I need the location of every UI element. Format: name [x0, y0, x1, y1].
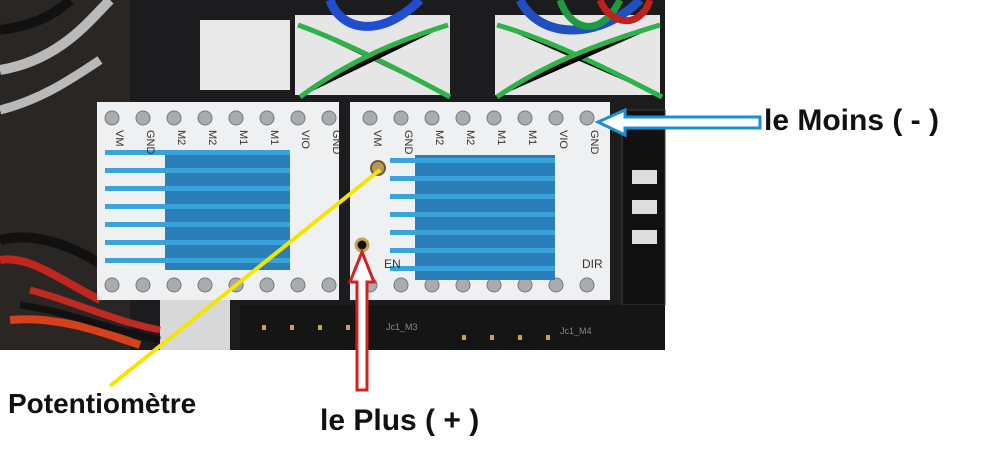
cable [0, 0, 74, 35]
cable [0, 0, 114, 75]
heatsink-fin [390, 158, 555, 163]
header-pin [546, 335, 550, 340]
pin [135, 277, 151, 293]
cable [0, 255, 102, 304]
pin [197, 277, 213, 293]
pin [166, 277, 182, 293]
pin [362, 110, 378, 126]
silk-pin-label: GND [330, 130, 342, 155]
silk-pin-label: VM [113, 130, 125, 147]
potentiometer-label: Potentiomètre [8, 388, 197, 419]
cross-mark-right [495, 22, 664, 100]
pin-header-area [240, 305, 665, 350]
connector-label-m3: Jc1_M3 [386, 322, 418, 332]
silk-pin-label: GND [588, 130, 600, 155]
heatsink-fin [390, 266, 555, 271]
heatsink-fin [390, 194, 555, 199]
potentiometer-pointer-line [108, 168, 382, 388]
header-pin [290, 325, 294, 330]
header-pin [318, 325, 322, 330]
silk-pin-label: M2 [175, 130, 187, 145]
pin [486, 110, 502, 126]
silk-pin-label: M1 [268, 130, 280, 145]
pin [104, 110, 120, 126]
heatsink-fin [390, 212, 555, 217]
connector-label-m4: Jc1_M4 [560, 326, 592, 336]
pin [455, 277, 471, 293]
pin [197, 110, 213, 126]
silk-pin-label: M2 [433, 130, 445, 145]
pin [455, 110, 471, 126]
pin [548, 277, 564, 293]
header-pin [462, 335, 466, 340]
pin [228, 110, 244, 126]
plus-arrow-icon [347, 247, 377, 392]
header-pin [346, 325, 350, 330]
pin [393, 277, 409, 293]
pin [579, 110, 595, 126]
silk-dir: DIR [582, 257, 603, 271]
pin [486, 277, 502, 293]
pin [259, 277, 275, 293]
pin [290, 277, 306, 293]
minus-label: le Moins ( - ) [764, 104, 939, 137]
heatsink-fin [390, 176, 555, 181]
pin [548, 110, 564, 126]
silk-pin-label: VIO [299, 130, 311, 149]
silk-pin-label: M2 [206, 130, 218, 145]
header-pin [262, 325, 266, 330]
heatsink-fin [105, 186, 290, 191]
pin [104, 277, 120, 293]
pin [290, 110, 306, 126]
potentiometer [370, 160, 386, 176]
heatsink-fin [105, 240, 290, 245]
pin [321, 277, 337, 293]
pin [517, 277, 533, 293]
stepper-driver-left [97, 102, 339, 300]
pin [135, 110, 151, 126]
silk-pin-label: M1 [237, 130, 249, 145]
heatsink-fin [390, 230, 555, 235]
silk-pin-label: GND [144, 130, 156, 155]
connector [200, 20, 290, 90]
cross-mark-left [297, 22, 452, 100]
silk-pin-label: GND [402, 130, 414, 155]
silk-pin-label: M1 [526, 130, 538, 145]
header-pin [490, 335, 494, 340]
silk-pin-label: M1 [495, 130, 507, 145]
minus-arrow-icon [594, 107, 762, 138]
silk-pin-label: VM [371, 130, 383, 147]
pin [259, 110, 275, 126]
pin [321, 110, 337, 126]
pin [393, 110, 409, 126]
header-pin [518, 335, 522, 340]
silk-en: EN [384, 257, 401, 271]
heatsink-fin [105, 204, 290, 209]
heatsink-fin [105, 258, 290, 263]
silk-pin-label: M2 [464, 130, 476, 145]
pin [517, 110, 533, 126]
pin [579, 277, 595, 293]
silk-pin-label: VIO [557, 130, 569, 149]
heatsink [415, 155, 555, 280]
pin [424, 277, 440, 293]
pin [166, 110, 182, 126]
plus-label: le Plus ( + ) [320, 404, 480, 437]
heatsink-fin [390, 248, 555, 253]
heatsink-fin [105, 222, 290, 227]
heatsink-fin [105, 168, 290, 173]
heatsink-fin [105, 150, 290, 155]
pin [424, 110, 440, 126]
stepper-driver-right [350, 102, 610, 300]
